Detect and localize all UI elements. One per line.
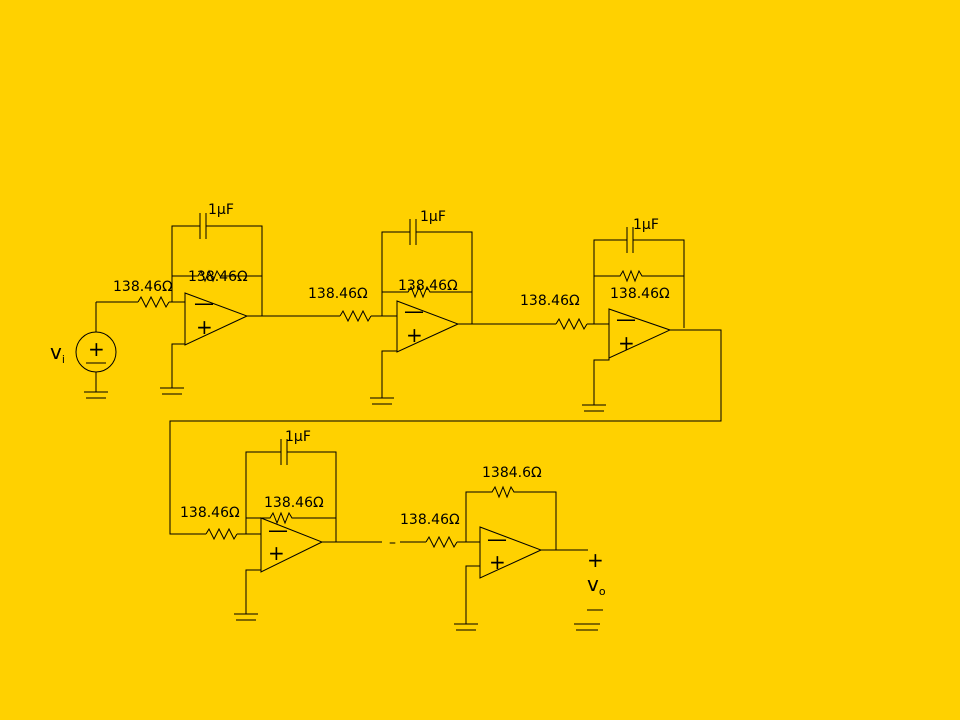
opamp-5-minus: — [487,527,507,551]
stage-3-feedback-resistor-label: 138.46Ω [610,286,670,302]
opamp-3-minus: — [616,307,636,331]
opamp-2-plus: + [406,323,423,347]
opamp-2 [396,300,460,353]
opamp-2-minus: — [404,299,424,323]
stage-4-capacitor-label: 1µF [285,429,311,445]
gain-stage-input-resistor-label: 138.46Ω [400,512,460,528]
stage-1: — + 1µF 138.46Ω 138.46Ω [96,202,340,395]
stage-2-feedback-resistor [382,285,472,299]
opamp-4 [260,517,324,573]
input-voltage-label: vi [50,340,65,366]
gain-stage-input-resistor [425,535,458,549]
opamp-3-plus: + [618,331,635,355]
stage-5-minus-sign: – [389,535,396,551]
input-voltage-source: + [75,302,117,399]
gain-stage-feedback-resistor [465,485,557,550]
stage-4-input-resistor [205,527,238,541]
opamp-5-plus: + [489,550,506,574]
output-terminal: + vo [574,548,606,631]
stage-3-input-resistor-label: 138.46Ω [520,293,580,309]
opamp-5 [479,526,543,579]
stage-2-feedback-resistor-label: 138.46Ω [398,278,458,294]
stage-3-input-resistor [555,317,588,331]
stage-4-feedback-resistor [246,511,336,525]
opamp-4-minus: — [268,518,288,542]
stage-1-capacitor-label: 1µF [208,202,234,218]
stage-2-capacitor-label: 1µF [420,209,446,225]
stage-1-feedback-resistor [172,269,262,283]
stage-4: — + 1µF 138.46Ω 138.46Ω [180,429,382,621]
stage-4-feedback-resistor-label: 138.46Ω [264,495,324,511]
output-voltage-label: vo [587,572,606,598]
stage-2: — + 1µF 138.46Ω 138.46Ω [308,209,556,405]
stage-1-input-resistor-label: 138.46Ω [113,279,173,295]
stage-4-input-resistor-label: 138.46Ω [180,505,240,521]
gain-stage: – — + 1384.6Ω 138.46Ω [389,465,588,631]
stage-2-input-resistor-label: 138.46Ω [308,286,368,302]
source-plus-sign: + [88,337,105,361]
output-plus-sign: + [587,548,604,572]
gain-stage-feedback-resistor-label: 1384.6Ω [482,465,542,481]
stage-3-feedback-resistor [594,269,684,283]
opamp-1-plus: + [196,315,213,339]
stage-3: — + 1µF 138.46Ω 138.46Ω [169,217,722,535]
stage-2-input-resistor [339,309,372,323]
stage-1-feedback-resistor-label: 138.46Ω [188,269,248,285]
opamp-1-minus: — [194,291,214,315]
stage-3-capacitor-label: 1µF [633,217,659,233]
opamp-1 [184,292,249,346]
opamp-3 [608,308,672,359]
opamp-4-plus: + [268,541,285,565]
stage-1-input-resistor [137,295,170,309]
